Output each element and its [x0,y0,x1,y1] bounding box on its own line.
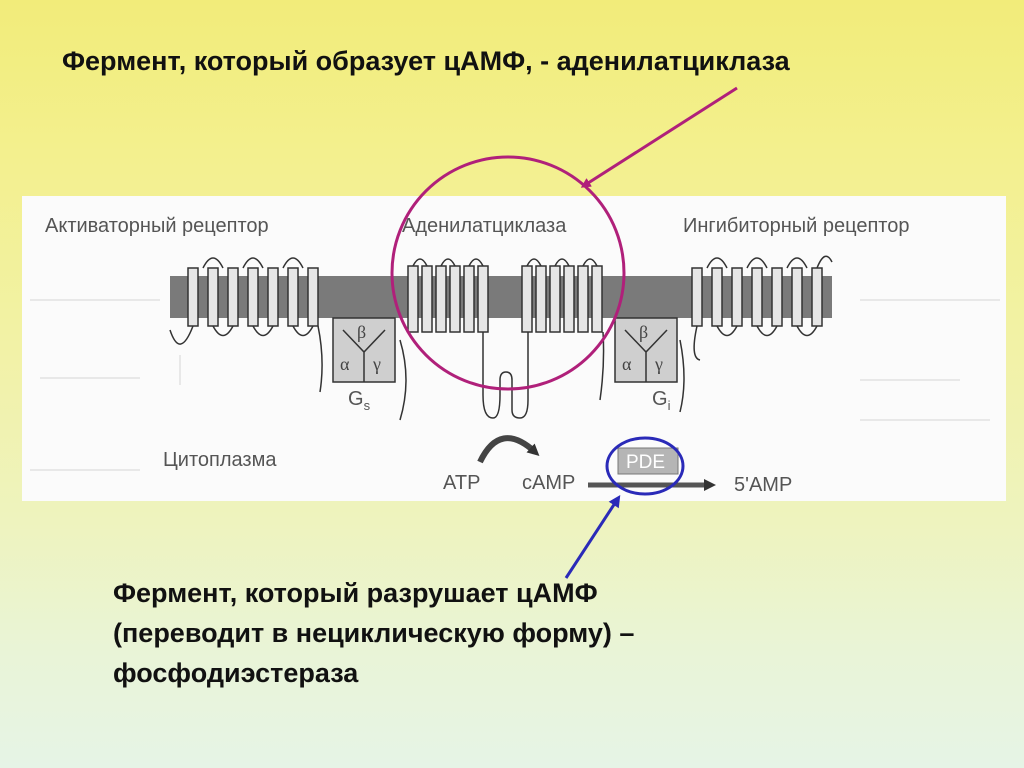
bottom-caption: Фермент, который разрушает цАМФ (перевод… [113,573,813,693]
adenylate-cyclase-label: Аденилатциклаза [402,215,567,237]
gs-beta: β [357,322,366,342]
bottom-caption-line3: фосфодиэстераза [113,653,813,693]
bottom-caption-line2: (переводит в нециклическую форму) – [113,613,813,653]
activator-receptor-label: Активаторный рецептор [45,215,269,237]
camp-label: cAMP [522,472,575,494]
pde-label: PDE [626,452,665,473]
cytoplasm-label: Цитоплазма [163,449,277,471]
gs-alpha: α [340,354,350,374]
gi-beta: β [639,322,648,342]
atp-label: ATP [443,472,480,494]
bottom-caption-line1: Фермент, который разрушает цАМФ [113,573,813,613]
gs-gamma: γ [372,354,381,374]
gi-alpha: α [622,354,632,374]
amp5-label: 5'AMP [734,474,792,496]
adenylate-cyclase-pointer-arrow [585,88,737,185]
inhibitor-receptor-label: Ингибиторный рецептор [683,215,909,237]
pde-pointer-arrow [566,500,617,578]
gi-gamma: γ [654,354,663,374]
